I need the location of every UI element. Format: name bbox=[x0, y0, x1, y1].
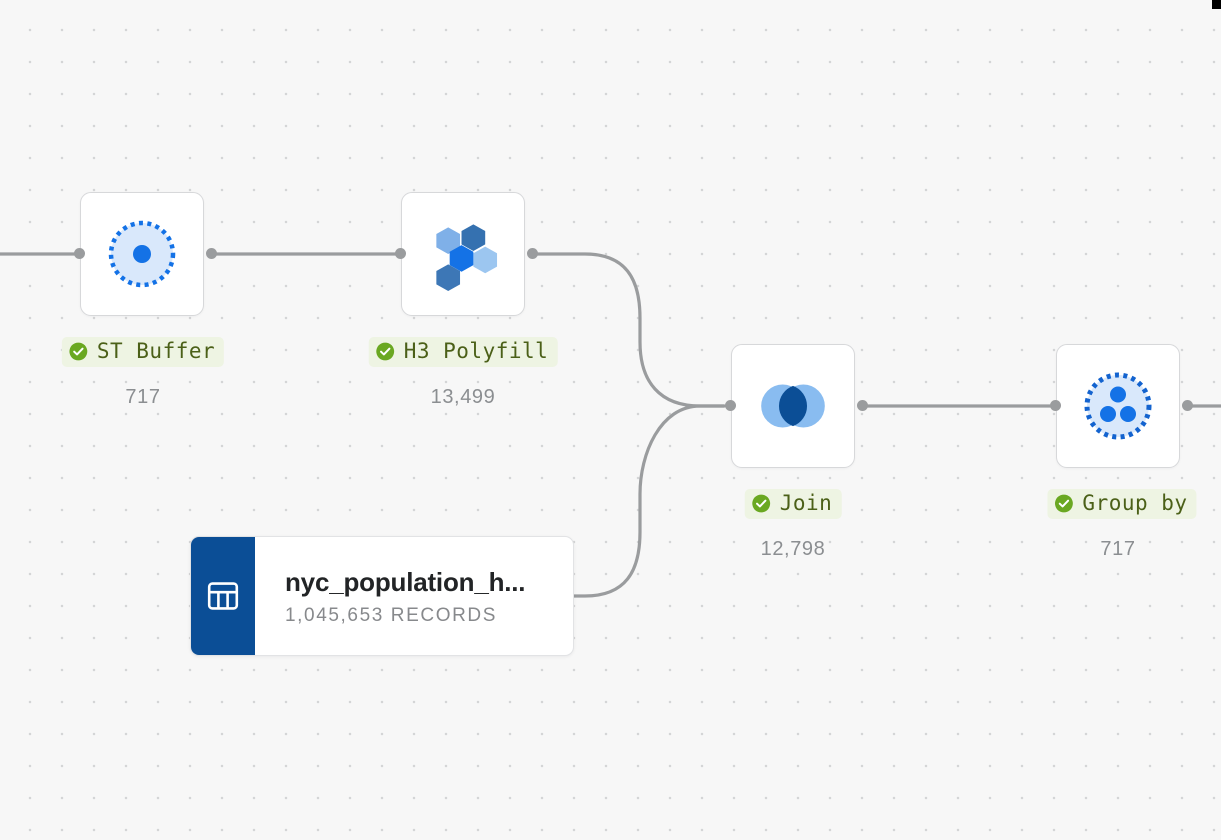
join-label-text: Join bbox=[779, 491, 833, 515]
source-record-count: 1,045,653 RECORDS bbox=[285, 604, 498, 626]
join-record-count: 12,798 bbox=[760, 538, 826, 560]
join-status-label: Join bbox=[744, 489, 842, 519]
group-by-cluster-icon bbox=[1084, 372, 1152, 440]
edge-h3-polyfill-to-join bbox=[530, 252, 726, 408]
edge-source-to-join bbox=[572, 404, 726, 598]
group-by-node-box[interactable] bbox=[1056, 344, 1180, 468]
join-input-port[interactable] bbox=[725, 400, 736, 411]
group-by-record-count: 717 bbox=[1100, 538, 1136, 560]
group-by-status-label: Group by bbox=[1047, 489, 1197, 519]
source-icon-pane bbox=[191, 537, 255, 655]
h3-hexagons-icon bbox=[436, 224, 498, 291]
check-circle-icon bbox=[1054, 494, 1073, 513]
corner-notch bbox=[1212, 0, 1221, 9]
h3-polyfill-node-box[interactable] bbox=[401, 192, 525, 316]
st-buffer-node-box[interactable] bbox=[80, 192, 204, 316]
group-by-label-text: Group by bbox=[1082, 491, 1188, 515]
group-by-input-port[interactable] bbox=[1050, 400, 1061, 411]
h3-polyfill-input-port[interactable] bbox=[395, 248, 406, 259]
h3-polyfill-status-label: H3 Polyfill bbox=[368, 337, 558, 367]
h3-polyfill-label-text: H3 Polyfill bbox=[403, 339, 549, 363]
st-buffer-status-label: ST Buffer bbox=[61, 337, 225, 367]
source-body: nyc_population_h... 1,045,653 RECORDS bbox=[255, 537, 573, 655]
st-buffer-input-port[interactable] bbox=[74, 248, 85, 259]
check-circle-icon bbox=[376, 342, 395, 361]
data-source-card[interactable]: nyc_population_h... 1,045,653 RECORDS bbox=[190, 536, 574, 656]
buffer-circle-icon bbox=[108, 220, 176, 288]
join-output-port[interactable] bbox=[857, 400, 868, 411]
venn-join-icon bbox=[761, 384, 825, 428]
source-table-name: nyc_population_h... bbox=[285, 566, 526, 597]
check-circle-icon bbox=[69, 342, 88, 361]
st-buffer-output-port[interactable] bbox=[206, 248, 217, 259]
st-buffer-label-text: ST Buffer bbox=[96, 339, 216, 363]
h3-polyfill-output-port[interactable] bbox=[527, 248, 538, 259]
join-node-box[interactable] bbox=[731, 344, 855, 468]
st-buffer-record-count: 717 bbox=[125, 386, 161, 408]
table-icon bbox=[207, 582, 239, 610]
h3-polyfill-record-count: 13,499 bbox=[430, 386, 496, 408]
check-circle-icon bbox=[752, 494, 771, 513]
group-by-output-port[interactable] bbox=[1182, 400, 1193, 411]
